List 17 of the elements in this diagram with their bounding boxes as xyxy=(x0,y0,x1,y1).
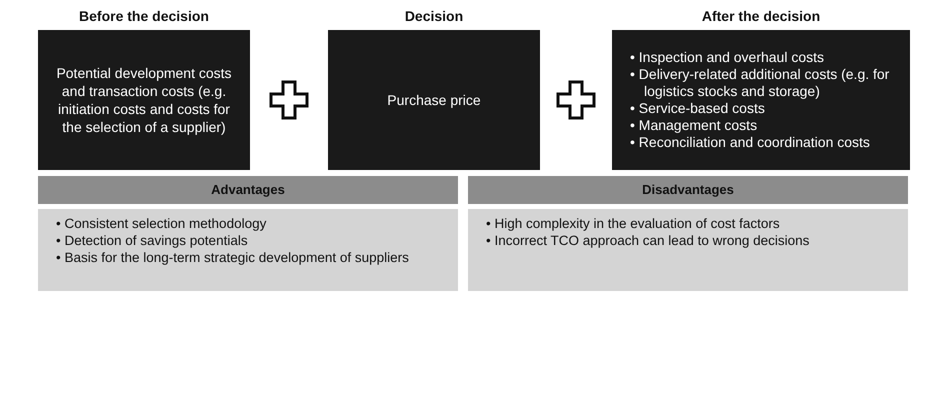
list-item: • Service-based costs xyxy=(630,100,766,117)
list-item: • Inspection and overhaul costs xyxy=(630,49,826,66)
column-heading: Before the decision xyxy=(78,7,210,26)
column-heading: After the decision xyxy=(700,7,822,26)
list-item: • Consistent selection methodology xyxy=(56,215,268,232)
list-item: • Basis for the long-term strategic development of suppliers xyxy=(56,249,410,266)
panel-text: Purchase price xyxy=(387,91,481,109)
list-item: • Management costs xyxy=(630,117,758,134)
list-item: • Reconciliation and coordination costs xyxy=(630,134,871,151)
column-heading: Decision xyxy=(404,7,464,26)
panel-header: Disadvantages xyxy=(468,176,908,204)
list-item: • Delivery-related additional costs (e.g. for logistics stocks and storage) xyxy=(630,66,890,100)
list-item: • Incorrect TCO approach can lead to wrong decisions xyxy=(486,232,810,249)
panel-text: Potential development costs and transaction costs (e.g. initiation costs and costs for the selection of a supplier) xyxy=(55,64,233,136)
list-item: • Detection of savings potentials xyxy=(56,232,249,249)
list-item: • High complexity in the evaluation of cost factors xyxy=(486,215,781,232)
panel-header: Advantages xyxy=(38,176,458,204)
